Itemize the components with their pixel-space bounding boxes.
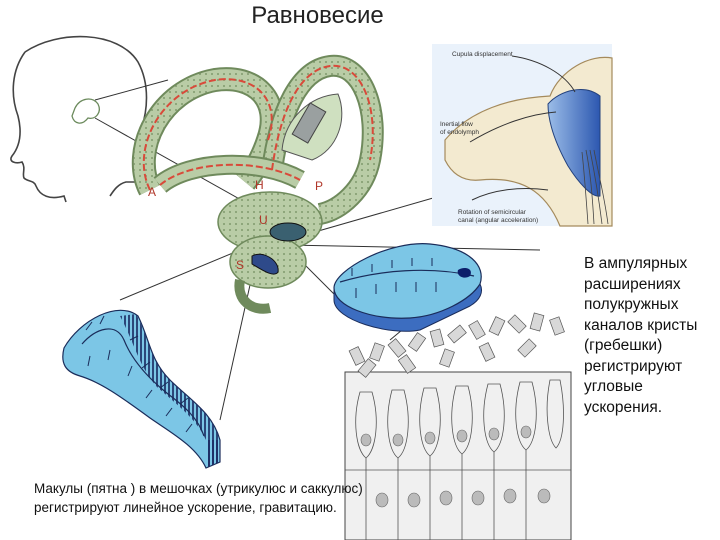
inertial-flow-label-1: Inertial flow — [440, 121, 473, 128]
saccule-macula-strip — [63, 310, 220, 468]
hair-cell-epithelium — [345, 313, 571, 540]
macula-caption: Макулы (пятна ) в мешочках (утрикулюс и … — [34, 479, 364, 517]
label-anterior: А — [148, 185, 156, 199]
label-saccule: S — [236, 258, 244, 272]
head-silhouette — [11, 37, 149, 202]
rotation-label-1: Rotation of semicircular — [458, 209, 527, 216]
cupula-displacement-label: Cupula displacement — [452, 51, 513, 58]
utricle-macula-disc — [334, 244, 482, 332]
rotation-label-2: canal (angular acceleration) — [458, 217, 538, 224]
label-utricle: U — [259, 213, 268, 227]
label-posterior: Р — [315, 179, 323, 193]
ampullae-caption: В ампулярных расширениях полукружных кан… — [584, 254, 718, 418]
cupula-inset: Cupula displacement Inertial flow of end… — [432, 44, 612, 226]
inertial-flow-label-2: of endolymph — [440, 129, 479, 136]
label-horizontal: Н — [255, 178, 264, 192]
